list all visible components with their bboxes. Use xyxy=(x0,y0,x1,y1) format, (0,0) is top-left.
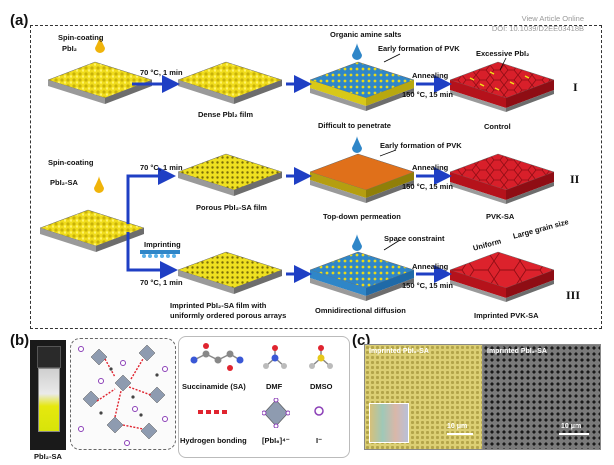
step-70c-2: 70 °C, 1 min xyxy=(140,163,183,172)
step-150c-3: 150 °C, 15 min xyxy=(402,281,453,290)
dmso-molecule xyxy=(309,345,333,369)
hbond-label: Hydrogen bonding xyxy=(180,436,247,445)
dmso-label: DMSO xyxy=(310,382,333,391)
omni-label: Omnidirectional diffusion xyxy=(315,306,406,315)
row-1-film-3 xyxy=(309,61,415,111)
dmf-label: DMF xyxy=(266,382,283,391)
imprinted-film-label-2: uniformly ordered porous arrays xyxy=(170,311,287,320)
annealing-label-1: Annealing xyxy=(412,71,449,80)
pbi2-droplet xyxy=(95,36,105,53)
molecular-network xyxy=(70,338,176,450)
row-2-film-pvk xyxy=(449,153,555,204)
annealing-label-3: Annealing xyxy=(412,262,449,271)
panel-a-diagram xyxy=(39,36,555,302)
pbi2-sa-droplet xyxy=(94,176,104,193)
step-70c-1: 70 °C, 1 min xyxy=(140,68,183,77)
step-70c-3: 70 °C, 1 min xyxy=(140,278,183,287)
row-2-label: II xyxy=(570,172,580,186)
panel-a-label: (a) xyxy=(10,12,29,29)
imprinted-pvk-label: Imprinted PVK-SA xyxy=(474,311,539,320)
pvk-sa-label: PVK-SA xyxy=(486,212,515,221)
step-150c-2: 150 °C, 15 min xyxy=(402,182,453,191)
pbi2-sa-label: PbI₂-SA xyxy=(50,178,78,187)
vial-cap xyxy=(37,346,61,368)
row-3-film-pvk xyxy=(449,251,555,302)
row-1-label: I xyxy=(573,80,578,94)
iodide-symbol xyxy=(314,406,324,416)
spincoating-2-label: Spin-coating xyxy=(48,158,94,167)
iodide-label: I⁻ xyxy=(316,436,323,445)
scale-bar-left xyxy=(447,433,473,435)
scale-label-left: 10 μm xyxy=(447,423,468,430)
early-pvk-label-2: Early formation of PVK xyxy=(380,141,462,150)
imprinting-label: Imprinting xyxy=(144,240,181,249)
hbond-symbol xyxy=(198,410,230,414)
panel-a-frame xyxy=(30,25,602,329)
pointer-lines xyxy=(379,53,507,251)
early-pvk-label-1: Early formation of PVK xyxy=(378,44,460,53)
space-constraint-label: Space constraint xyxy=(384,234,445,243)
control-label: Control xyxy=(484,122,511,131)
dense-film-label: Dense PbI₂ film xyxy=(198,110,254,119)
step-150c-1: 150 °C, 15 min xyxy=(402,90,453,99)
optical-inset xyxy=(369,403,409,443)
succinamide-label: Succinamide (SA) xyxy=(182,382,246,391)
row-1-film-2 xyxy=(177,61,283,104)
row-2-film-orange xyxy=(309,153,415,203)
row-3-film-omni xyxy=(309,251,415,301)
imprinted-film-label-1: Imprinted PbI₂-SA film with xyxy=(170,301,267,310)
row-2-film-porous xyxy=(177,153,283,196)
imprint-stamp xyxy=(140,250,180,258)
vial-label: PbI₂-SA xyxy=(34,452,62,461)
doi-text: DOI: 10.1039/D2EE03418B xyxy=(491,24,584,33)
scale-label-right: 10 μm xyxy=(561,423,582,430)
succinamide-molecule xyxy=(190,343,244,371)
optical-title: Imprinted PbI₂-SA xyxy=(369,348,429,355)
annealing-label-2: Annealing xyxy=(412,163,449,172)
row-2-film-left xyxy=(39,209,145,252)
excessive-pbi2-label: Excessive PbI₂ xyxy=(476,49,530,58)
amine-droplet-2 xyxy=(352,136,362,153)
view-article-link[interactable]: View Article Online xyxy=(521,14,584,23)
sem-title: Imprinted PbI₂-SA xyxy=(487,348,547,355)
amine-droplet-3 xyxy=(352,234,362,251)
row-1-film-4 xyxy=(449,61,555,112)
pbi6-symbol xyxy=(262,398,290,428)
top-down-label: Top-down permeation xyxy=(323,212,401,221)
optical-micrograph: Imprinted PbI₂-SA 10 μm xyxy=(364,344,483,450)
vial-photo xyxy=(30,340,66,450)
branch-arrows xyxy=(126,167,178,279)
row-1-film-1 xyxy=(47,61,153,104)
dmf-molecule xyxy=(263,345,287,369)
row-3-film-imprinted xyxy=(177,251,283,294)
row-3-label: III xyxy=(566,288,581,302)
difficult-label: Difficult to penetrate xyxy=(318,121,391,130)
sem-micrograph: Imprinted PbI₂-SA 10 μm xyxy=(482,344,601,450)
scale-bar-right xyxy=(559,433,589,435)
pbi6-label: [PbI₆]⁴⁻ xyxy=(262,436,290,445)
legend-box xyxy=(178,336,350,458)
porous-film-label: Porous PbI₂-SA film xyxy=(196,203,267,212)
organic-amine-label: Organic amine salts xyxy=(330,30,402,39)
panel-b-label: (b) xyxy=(10,332,30,349)
spincoating-1-label: Spin-coating xyxy=(58,33,104,42)
vial-body xyxy=(38,368,60,432)
pbi2-label: PbI₂ xyxy=(62,44,77,53)
amine-droplet-1 xyxy=(352,43,362,60)
